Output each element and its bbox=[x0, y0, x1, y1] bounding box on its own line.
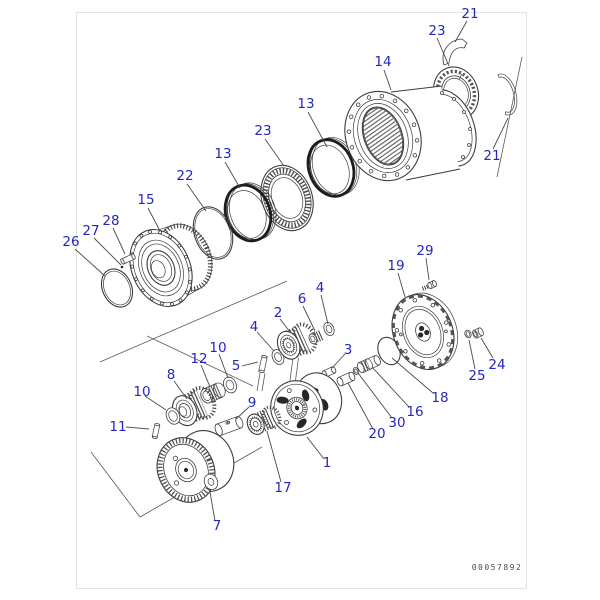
part-4-washer-right bbox=[323, 322, 335, 336]
callout-13-left[interactable]: 13 bbox=[214, 146, 231, 162]
callout-19[interactable]: 19 bbox=[387, 258, 404, 274]
callout-30[interactable]: 30 bbox=[388, 415, 405, 431]
part-25-washer bbox=[464, 329, 472, 339]
callout-8[interactable]: 8 bbox=[167, 367, 176, 383]
callout-28[interactable]: 28 bbox=[102, 213, 119, 229]
callout-9[interactable]: 9 bbox=[248, 395, 257, 411]
part-2-sun-gear bbox=[276, 322, 318, 360]
callout-12[interactable]: 12 bbox=[190, 351, 207, 367]
part-24-plug bbox=[472, 327, 484, 339]
callout-1[interactable]: 1 bbox=[323, 455, 332, 471]
callout-numbers: 21 23 14 13 23 13 22 15 28 27 26 21 29 1… bbox=[62, 6, 505, 534]
callout-10-lower[interactable]: 10 bbox=[133, 384, 150, 400]
part-26-o-ring bbox=[100, 268, 134, 308]
callout-18[interactable]: 18 bbox=[431, 390, 448, 406]
callout-10-upper[interactable]: 10 bbox=[209, 340, 226, 356]
callout-21-top[interactable]: 21 bbox=[461, 6, 478, 22]
part-9-spacer bbox=[214, 416, 244, 436]
callout-16[interactable]: 16 bbox=[406, 404, 423, 420]
callout-23-top[interactable]: 23 bbox=[428, 23, 445, 39]
part-10-washer-lower bbox=[165, 407, 181, 425]
callout-21-right[interactable]: 21 bbox=[483, 148, 500, 164]
part-15-hub bbox=[129, 223, 213, 307]
callout-14[interactable]: 14 bbox=[374, 54, 391, 70]
part-21-snap-ring-top bbox=[442, 38, 468, 66]
part-20-bushing bbox=[336, 371, 356, 387]
callout-27[interactable]: 27 bbox=[82, 223, 99, 239]
part-29-bolt bbox=[421, 280, 437, 291]
callout-17[interactable]: 17 bbox=[274, 480, 291, 496]
part-14-internal-spline bbox=[356, 102, 410, 170]
part-7-carrier bbox=[156, 430, 235, 503]
callout-2[interactable]: 2 bbox=[274, 305, 283, 321]
callout-26[interactable]: 26 bbox=[62, 234, 79, 250]
part-28-pin bbox=[120, 253, 136, 265]
part-14-flange-bolt-holes bbox=[346, 93, 420, 179]
callout-23-mid[interactable]: 23 bbox=[254, 123, 271, 139]
callout-24[interactable]: 24 bbox=[488, 357, 505, 373]
part-1-carrier-assembly bbox=[270, 372, 343, 436]
part-14-right-face-holes bbox=[440, 91, 472, 159]
callout-15[interactable]: 15 bbox=[137, 192, 154, 208]
part-6-nut bbox=[308, 330, 324, 345]
part-19-cover-plate bbox=[391, 292, 458, 370]
figure-number: 00057892 bbox=[472, 563, 523, 572]
part-11-pin bbox=[151, 423, 161, 439]
callout-20[interactable]: 20 bbox=[368, 426, 385, 442]
callout-7[interactable]: 7 bbox=[213, 518, 222, 534]
part-27-pin-tip bbox=[120, 265, 124, 269]
callout-22[interactable]: 22 bbox=[176, 168, 193, 184]
callout-4-right[interactable]: 4 bbox=[316, 280, 325, 296]
leader-lines bbox=[74, 20, 509, 522]
callout-25[interactable]: 25 bbox=[468, 368, 485, 384]
callout-11[interactable]: 11 bbox=[109, 419, 126, 435]
part-5-pin bbox=[258, 355, 268, 373]
callout-3[interactable]: 3 bbox=[344, 342, 353, 358]
callout-29[interactable]: 29 bbox=[416, 243, 433, 259]
part-14-drum-flange bbox=[344, 90, 422, 182]
callout-13-right[interactable]: 13 bbox=[297, 96, 314, 112]
part-23-roller-bearing-middle bbox=[260, 164, 314, 232]
part-17-gear bbox=[246, 405, 282, 435]
part-16-coupling bbox=[357, 355, 381, 374]
callout-6[interactable]: 6 bbox=[298, 291, 307, 307]
part-10-washer-upper bbox=[223, 376, 237, 394]
part-21-snap-ring-right bbox=[497, 73, 518, 116]
callout-5[interactable]: 5 bbox=[232, 358, 241, 374]
callout-4-left[interactable]: 4 bbox=[250, 319, 259, 335]
part-19-bolt-holes bbox=[394, 298, 451, 366]
